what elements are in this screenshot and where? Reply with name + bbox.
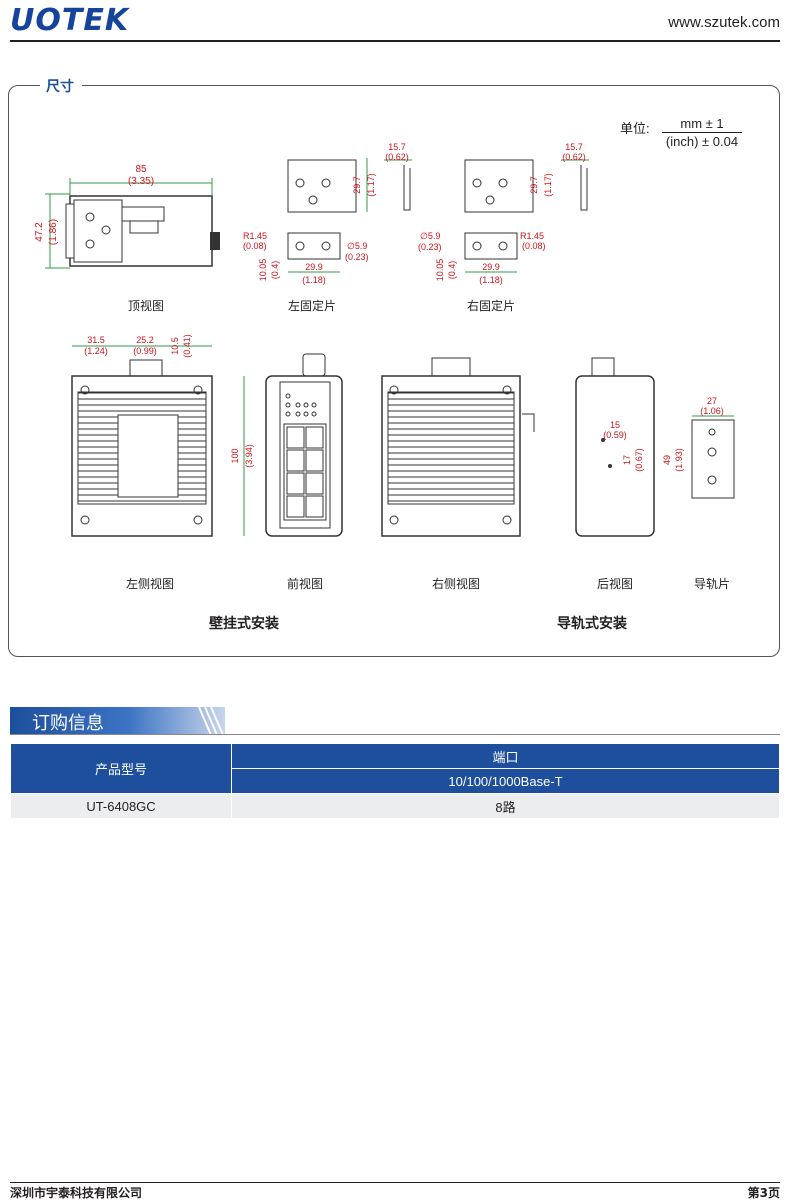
svg-text:(0.23): (0.23)	[345, 252, 369, 262]
right-side-caption: 右侧视图	[432, 576, 480, 591]
svg-text:10.05: 10.05	[435, 259, 445, 282]
svg-text:15: 15	[610, 420, 620, 430]
dimension-title: 尺寸	[40, 76, 82, 96]
top-view-height-inch: (1.86)	[48, 219, 59, 245]
svg-text:100: 100	[230, 448, 240, 463]
dimension-panel	[8, 85, 780, 657]
unit-denominator: (inch) ± 0.04	[665, 134, 739, 149]
right-bracket-drawing: 29.7 (1.17) 15.7 (0.62) ∅5.9 (0.23) R1.4…	[418, 142, 589, 285]
left-bracket-caption: 左固定片	[288, 298, 336, 313]
svg-text:∅5.9: ∅5.9	[420, 231, 440, 241]
col-header-port-type: 10/100/1000Base-T	[231, 768, 780, 794]
unit-label: 单位:	[620, 121, 650, 136]
website-url[interactable]: www.szutek.com	[668, 14, 780, 31]
svg-text:(0.67): (0.67)	[634, 448, 644, 472]
svg-text:(0.99): (0.99)	[133, 346, 157, 356]
ordering-section-title: 订购信息	[32, 713, 104, 734]
svg-text:(0.4): (0.4)	[270, 261, 280, 280]
svg-text:(0.4): (0.4)	[447, 261, 457, 280]
svg-text:(1.18): (1.18)	[302, 275, 326, 285]
ordering-section-rule	[10, 734, 780, 735]
svg-text:R1.45: R1.45	[243, 231, 267, 241]
right-side-view-drawing	[381, 357, 535, 537]
decorative-slashes-icon	[198, 707, 224, 735]
top-view-width: 85	[135, 164, 147, 175]
svg-text:(1.17): (1.17)	[543, 173, 553, 197]
svg-text:(1.18): (1.18)	[479, 275, 503, 285]
svg-text:(0.23): (0.23)	[418, 242, 442, 252]
top-view-drawing: 85 (3.35) 47.2 (1.86)	[34, 164, 220, 269]
header-rule	[10, 40, 780, 42]
svg-text:31.5: 31.5	[87, 335, 105, 345]
dimension-drawings: 85 (3.35) 47.2 (1.86) 顶视图 29.7 (1.17) 15…	[34, 142, 735, 631]
svg-text:29.9: 29.9	[305, 262, 323, 272]
wall-mount-caption: 壁挂式安装	[209, 615, 280, 631]
ordering-section-tab	[10, 707, 225, 734]
svg-text:(0.08): (0.08)	[522, 241, 546, 251]
svg-text:17: 17	[622, 455, 632, 465]
unit-numerator: mm ± 1	[662, 116, 742, 133]
footer-company: 深圳市宇泰科技有限公司	[10, 1186, 143, 1200]
right-bracket-caption: 右固定片	[467, 298, 515, 313]
svg-text:(0.41): (0.41)	[182, 334, 192, 358]
cell-model: UT-6408GC	[10, 793, 232, 819]
svg-text:(0.62): (0.62)	[562, 152, 586, 162]
svg-text:(1.24): (1.24)	[84, 346, 108, 356]
svg-text:∅5.9: ∅5.9	[347, 241, 367, 251]
svg-text:29.9: 29.9	[482, 262, 500, 272]
svg-text:29.7: 29.7	[352, 176, 362, 194]
back-caption: 后视图	[597, 576, 633, 591]
back-view-drawing: 15 (0.59) 17 (0.67)	[575, 357, 655, 537]
front-view-drawing	[265, 353, 343, 537]
footer-page-number: 第3页	[747, 1186, 780, 1200]
svg-text:15.7: 15.7	[565, 142, 583, 152]
svg-text:10.05: 10.05	[258, 259, 268, 282]
left-bracket-drawing: 29.7 (1.17) 15.7 (0.62) R1.45 (0.08) ∅5.…	[243, 142, 412, 285]
svg-text:(3.94): (3.94)	[244, 444, 254, 468]
svg-text:(0.08): (0.08)	[243, 241, 267, 251]
svg-text:25.2: 25.2	[136, 335, 154, 345]
svg-text:15.7: 15.7	[388, 142, 406, 152]
table-row: UT-6408GC 8路	[10, 793, 780, 819]
svg-text:(1.06): (1.06)	[700, 406, 724, 416]
svg-text:(1.17): (1.17)	[366, 173, 376, 197]
svg-text:(0.62): (0.62)	[385, 152, 409, 162]
col-header-model: 产品型号	[10, 743, 232, 794]
col-header-port: 端口	[231, 743, 780, 769]
unit-note: 单位: mm ± 1 (inch) ± 0.04	[620, 116, 742, 149]
svg-text:R1.45: R1.45	[520, 231, 544, 241]
top-view-width-inch: (3.35)	[128, 176, 154, 187]
top-view-caption: 顶视图	[128, 298, 164, 313]
ordering-table: 产品型号 端口 10/100/1000Base-T UT-6408GC 8路	[10, 743, 780, 819]
rail-mount-caption: 导轨式安装	[557, 615, 628, 631]
left-side-caption: 左侧视图	[126, 576, 174, 591]
svg-text:29.7: 29.7	[529, 176, 539, 194]
svg-text:(1.93): (1.93)	[674, 448, 684, 472]
unit-fraction: mm ± 1 (inch) ± 0.04	[662, 116, 742, 149]
rail-plate-drawing: 27 (1.06) 49 (1.93)	[662, 396, 735, 499]
footer-rule	[10, 1182, 780, 1183]
svg-text:10.5: 10.5	[170, 337, 180, 355]
front-caption: 前视图	[287, 576, 323, 591]
left-side-view-drawing: 31.5 (1.24) 25.2 (0.99) 10.5 (0.41) 100 …	[71, 334, 254, 537]
company-logo: UOTEK	[10, 3, 130, 38]
svg-text:(0.59): (0.59)	[603, 430, 627, 440]
svg-text:49: 49	[662, 455, 672, 465]
cell-ports: 8路	[231, 793, 780, 819]
top-view-height: 47.2	[34, 222, 45, 242]
rail-caption: 导轨片	[694, 577, 730, 591]
svg-text:27: 27	[707, 396, 717, 406]
